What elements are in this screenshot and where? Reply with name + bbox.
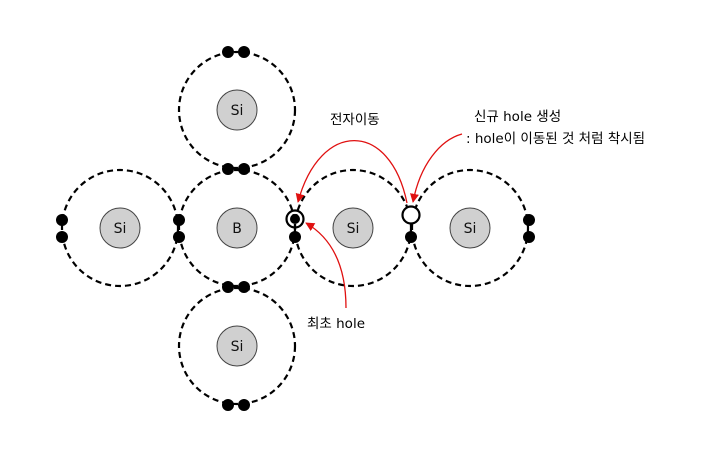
electron: [238, 46, 250, 58]
electron: [238, 281, 250, 293]
electron-move-label: 전자이동: [330, 112, 380, 128]
nucleus-center: [216, 207, 258, 249]
orbit-top: [177, 50, 297, 170]
atom-label-top: Si: [231, 103, 244, 119]
electron: [238, 163, 250, 175]
electrons: [56, 46, 535, 411]
nucleus-top: [216, 89, 258, 131]
atom-label-bottom: Si: [231, 339, 244, 355]
orbit-bottom: [177, 286, 297, 406]
electron: [173, 214, 185, 226]
atom-center: B: [216, 207, 258, 249]
atom-far-right: Si: [449, 207, 491, 249]
nucleus-far-right: [449, 207, 491, 249]
new-hole-title: 신규 hole 생성: [474, 109, 561, 125]
original-hole-label: 최초 hole: [307, 316, 365, 332]
electron: [222, 399, 234, 411]
orbit-far-right: [410, 168, 530, 288]
atom-label-far-right: Si: [464, 221, 477, 237]
new-hole-desc: : hole이 이동된 것 처럼 착시됨: [466, 131, 645, 147]
atom-mid-right: Si: [332, 207, 374, 249]
electron: [238, 399, 250, 411]
nucleus-mid-right: [332, 207, 374, 249]
electron: [289, 231, 301, 243]
new-hole: [401, 205, 421, 225]
nucleus-left: [99, 207, 141, 249]
atom-label-center: B: [232, 221, 242, 237]
holes: [285, 205, 421, 229]
original-hole-ring: [285, 209, 305, 229]
atom-bottom: Si: [216, 325, 258, 367]
electron: [523, 231, 535, 243]
arrows: [295, 133, 463, 309]
electron: [56, 231, 68, 243]
nucleus-bottom: [216, 325, 258, 367]
atom-label-mid-right: Si: [347, 221, 360, 237]
atom-left: Si: [99, 207, 141, 249]
nuclei: Si Si B Si Si Si: [99, 89, 491, 367]
electron-move-arrow: [295, 139, 408, 204]
moved-electron: [290, 214, 300, 224]
electron: [222, 281, 234, 293]
atom-label-left: Si: [114, 221, 127, 237]
annotations: 전자이동 신규 hole 생성 : hole이 이동된 것 처럼 착시됨 최초 …: [307, 109, 645, 332]
new-hole-arrow: [410, 133, 463, 203]
electron: [222, 46, 234, 58]
electron: [523, 214, 535, 226]
atom-top: Si: [216, 89, 258, 131]
electron: [56, 214, 68, 226]
original-hole-arrow: [305, 222, 347, 309]
electron: [222, 163, 234, 175]
electron: [405, 231, 417, 243]
electron: [173, 231, 185, 243]
